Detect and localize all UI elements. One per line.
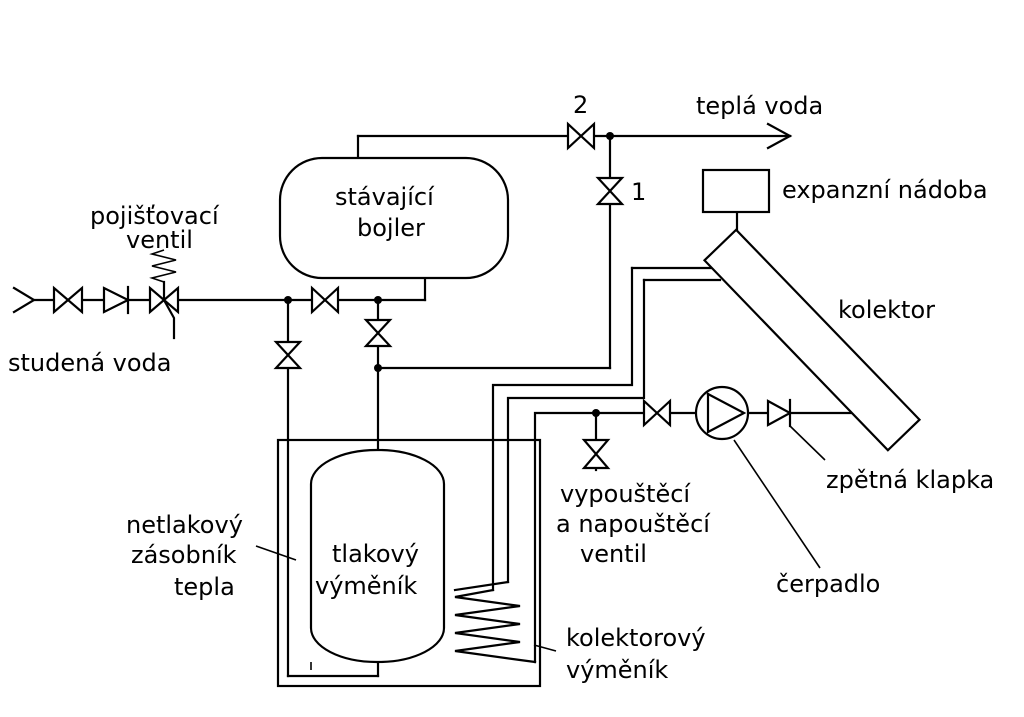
inlet-check-valve-icon (102, 285, 131, 315)
junction-dots (284, 132, 614, 417)
collector-label: kolektor (838, 296, 935, 324)
valve-2-icon (566, 121, 596, 151)
valve-2-number: 2 (573, 91, 588, 119)
cold-water-label: studená voda (8, 349, 172, 377)
storage-label-1: netlakový (126, 511, 243, 539)
inlet-valve-icon (52, 285, 84, 315)
existing-boiler-tank (278, 156, 510, 280)
valve-1-number: 1 (631, 178, 646, 206)
pressure-exchanger-label-2: výměník (315, 572, 417, 600)
collector-exchanger-coil (454, 588, 537, 664)
storage-label-2: zásobník (131, 541, 237, 569)
valves (52, 121, 793, 470)
collector-exchanger-label-2: výměník (566, 656, 668, 684)
safety-valve-label-2: ventil (126, 226, 193, 254)
valve-1-icon (595, 176, 625, 206)
non-pressure-storage-tank (276, 438, 542, 688)
pressure-exchanger-vessel (309, 448, 446, 664)
expansion-tank-label: expanzní nádoba (782, 176, 988, 204)
solar-collector (702, 228, 922, 452)
existing-boiler-label-2: bojler (357, 214, 425, 242)
safety-valve-icon (148, 249, 180, 340)
drain-fill-valve-icon (581, 438, 611, 470)
check-flap-label: zpětná klapka (826, 466, 994, 494)
leader-lines (255, 425, 826, 652)
storage-label-3: tepla (174, 573, 235, 601)
check-flap-icon (766, 398, 793, 428)
pump-icon (694, 385, 750, 441)
boiler-inlet-valve-icon (310, 285, 340, 315)
storage-left-valve-icon (273, 340, 303, 370)
pressure-exchanger-label-1: tlakový (332, 540, 419, 568)
expansion-tank-box (701, 168, 771, 214)
safety-valve-label-1: pojišťovací (90, 202, 220, 230)
existing-boiler-label-1: stávající (335, 183, 435, 211)
exchanger-valve-icon (363, 318, 393, 348)
pump-label: čerpadlo (776, 570, 880, 598)
return-valve-icon (642, 398, 672, 428)
collector-exchanger-label-1: kolektorový (566, 624, 706, 652)
drain-fill-valve-label-3: ventil (580, 540, 647, 568)
hot-water-label: teplá voda (696, 92, 823, 120)
drain-fill-valve-label-2: a napouštěcí (556, 510, 711, 538)
drain-fill-valve-label-1: vypouštěcí (560, 480, 691, 508)
